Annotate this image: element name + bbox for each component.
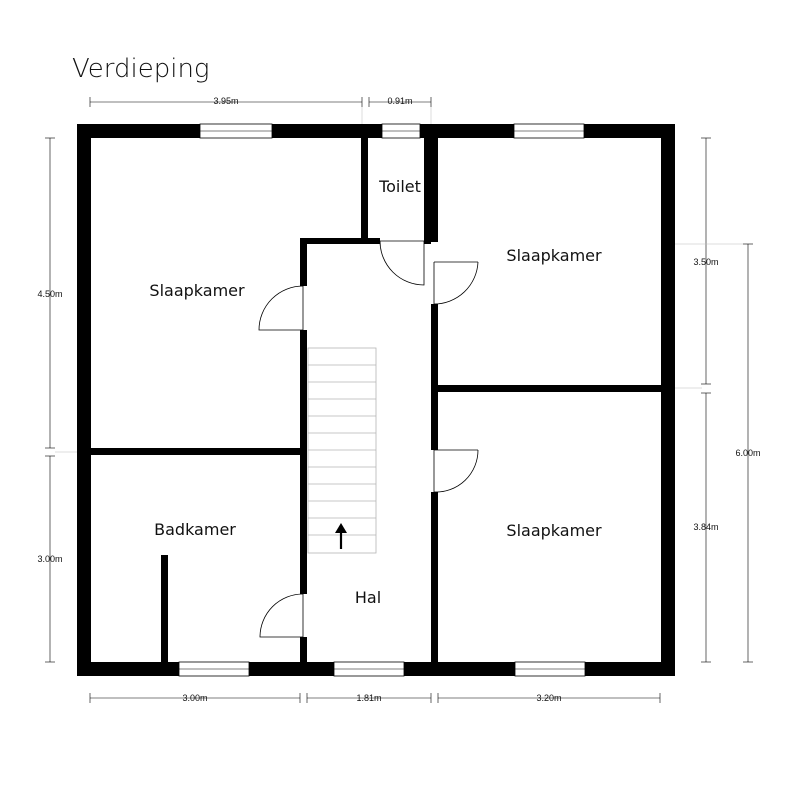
dimension-right-upper: 3.50m: [675, 137, 719, 389]
window-bottom-left: [178, 661, 250, 677]
floor-title: Verdieping: [72, 54, 210, 84]
dimension-label: 0.91m: [387, 96, 412, 106]
dimension-label: 3.00m: [182, 693, 207, 703]
dimension-bottom-middle: 1.81m: [306, 693, 432, 703]
dimension-right-lower: 3.84m: [693, 392, 719, 663]
room-label-bedroom-bottom-right: Slaapkamer: [506, 521, 602, 540]
room-label-hall: Hal: [355, 588, 381, 607]
dimension-bottom-left: 3.00m: [89, 693, 301, 703]
staircase: [307, 347, 377, 554]
window-top-left: [199, 123, 273, 139]
door-bedroom-top-left: [258, 285, 304, 331]
dimension-label: 6.00m: [735, 448, 760, 458]
room-label-toilet: Toilet: [378, 177, 421, 196]
dimension-label: 3.95m: [213, 96, 238, 106]
room-label-bedroom-top-right: Slaapkamer: [506, 246, 602, 265]
window-bottom-middle: [333, 661, 405, 677]
room-label-bedroom-top-left: Slaapkamer: [149, 281, 245, 300]
door-bedroom-bottom-right: [433, 449, 479, 493]
dimension-label: 3.00m: [37, 554, 62, 564]
arrow-up-icon: [335, 523, 347, 549]
dimension-label: 3.84m: [693, 522, 718, 532]
dimension-label: 3.20m: [536, 693, 561, 703]
dimension-label: 4.50m: [37, 289, 62, 299]
walls: [77, 124, 675, 676]
window-top-right: [513, 123, 585, 139]
door-bathroom: [259, 593, 304, 638]
dimension-label: 1.81m: [356, 693, 381, 703]
dimension-right-total: 6.00m: [675, 243, 761, 663]
window-top-toilet: [381, 123, 421, 139]
door-toilet: [379, 240, 425, 286]
window-bottom-right: [514, 661, 586, 677]
dimension-bottom-right: 3.20m: [437, 693, 661, 703]
dimension-label: 3.50m: [693, 257, 718, 267]
dimension-left-lower: 3.00m: [37, 455, 63, 663]
room-label-bathroom: Badkamer: [154, 520, 236, 539]
door-bedroom-top-right: [433, 261, 479, 305]
